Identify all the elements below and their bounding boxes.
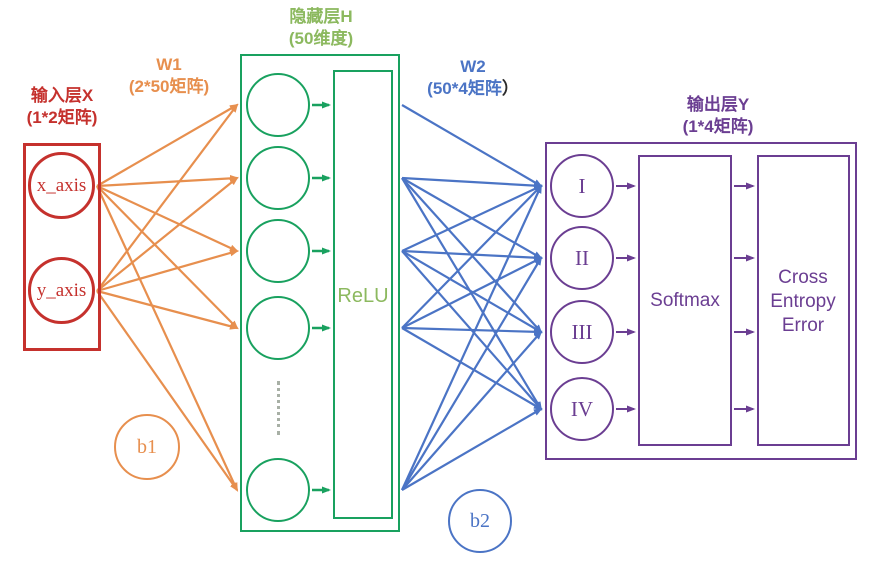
relu-label: ReLU	[337, 285, 389, 307]
output-layer-title: 输出层Y (1*4矩阵)	[683, 94, 754, 138]
w1-edge	[96, 185, 239, 330]
hidden-node-1	[246, 73, 310, 137]
w2-edge	[401, 104, 543, 188]
hidden-node-4	[246, 296, 310, 360]
bias-b2-label: b2	[470, 509, 490, 532]
w2-label: W2 (50*4矩阵）	[427, 56, 519, 100]
output-node-4-label: IV	[570, 396, 594, 421]
bias-b1-node: b1	[114, 414, 180, 480]
w2-label-line2-main: (50*4矩阵	[427, 79, 502, 98]
output-node-4: IV	[550, 377, 614, 441]
w1-edge	[96, 174, 239, 188]
w1-edge	[96, 249, 239, 293]
input-layer-title: 输入层X (1*2矩阵)	[27, 85, 98, 129]
output-node-3-label: III	[571, 319, 593, 344]
w1-edge	[96, 103, 239, 292]
input-node-x: x_axis	[28, 152, 95, 219]
w2-edge	[401, 257, 543, 329]
w2-label-line1: W2	[460, 57, 486, 76]
w2-edge	[401, 185, 543, 252]
input-layer-title-line2: (1*2矩阵)	[26, 108, 98, 127]
w2-edge	[401, 330, 543, 491]
w2-edge	[400, 184, 543, 491]
output-layer-title-line2: (1*4矩阵)	[682, 117, 754, 136]
hidden-layer-title-line2: (50维度)	[288, 29, 354, 48]
w1-edge	[96, 185, 238, 492]
cross-entropy-label-line3: Error	[781, 315, 825, 336]
output-node-1-label: I	[578, 173, 586, 198]
w2-edge	[401, 249, 543, 262]
relu-box	[333, 70, 393, 519]
cross-entropy-label-line2: Entropy	[770, 291, 836, 312]
w2-edge	[401, 250, 543, 334]
cross-entropy-label-line1: Cross	[778, 267, 828, 288]
output-node-2-label: II	[575, 245, 589, 270]
output-node-2: II	[550, 226, 614, 290]
w2-edge	[401, 327, 543, 411]
hidden-layer-title: 隐藏层H (50维度)	[289, 6, 353, 50]
hidden-node-2	[246, 146, 310, 210]
w2-edge	[401, 184, 543, 329]
output-layer-title-line1: 输出层Y	[686, 95, 750, 114]
w2-label-line2-paren: ）	[501, 79, 519, 98]
input-node-x-label: x_axis	[36, 174, 87, 196]
cross-entropy-box	[757, 155, 850, 446]
w2-edge	[401, 326, 543, 336]
output-node-3: III	[550, 300, 614, 364]
hidden-node-5	[246, 458, 310, 522]
w1-edge	[96, 289, 239, 330]
w2-label-line2: (50*4矩阵）	[427, 78, 519, 100]
w1-label-line1: W1	[156, 55, 182, 74]
w1-label-line2: (2*50矩阵)	[128, 77, 210, 96]
input-layer-box	[23, 143, 101, 351]
w2-edge	[401, 256, 543, 491]
input-node-y-label: y_axis	[36, 279, 87, 301]
w1-edge	[96, 185, 239, 252]
cross-entropy-label: Cross Entropy Error	[770, 266, 835, 338]
hidden-node-3	[246, 219, 310, 283]
w1-edge	[96, 290, 239, 492]
w2-edge	[401, 407, 543, 491]
w1-edge	[96, 103, 239, 187]
softmax-label: Softmax	[650, 290, 720, 311]
bias-b1-label: b1	[137, 435, 157, 458]
hidden-layer-box	[240, 54, 400, 532]
softmax-box	[638, 155, 732, 446]
hidden-layer-title-line1: 隐藏层H	[289, 7, 353, 26]
hidden-nodes-ellipsis	[277, 381, 280, 435]
w1-label: W1 (2*50矩阵)	[129, 54, 209, 98]
input-layer-title-line1: 输入层X	[30, 86, 94, 105]
bias-b2-node: b2	[448, 489, 512, 553]
output-node-1: I	[550, 154, 614, 218]
w1-edge	[96, 176, 239, 292]
w2-edge	[401, 176, 543, 190]
input-node-y: y_axis	[28, 257, 95, 324]
output-layer-box	[545, 142, 857, 460]
